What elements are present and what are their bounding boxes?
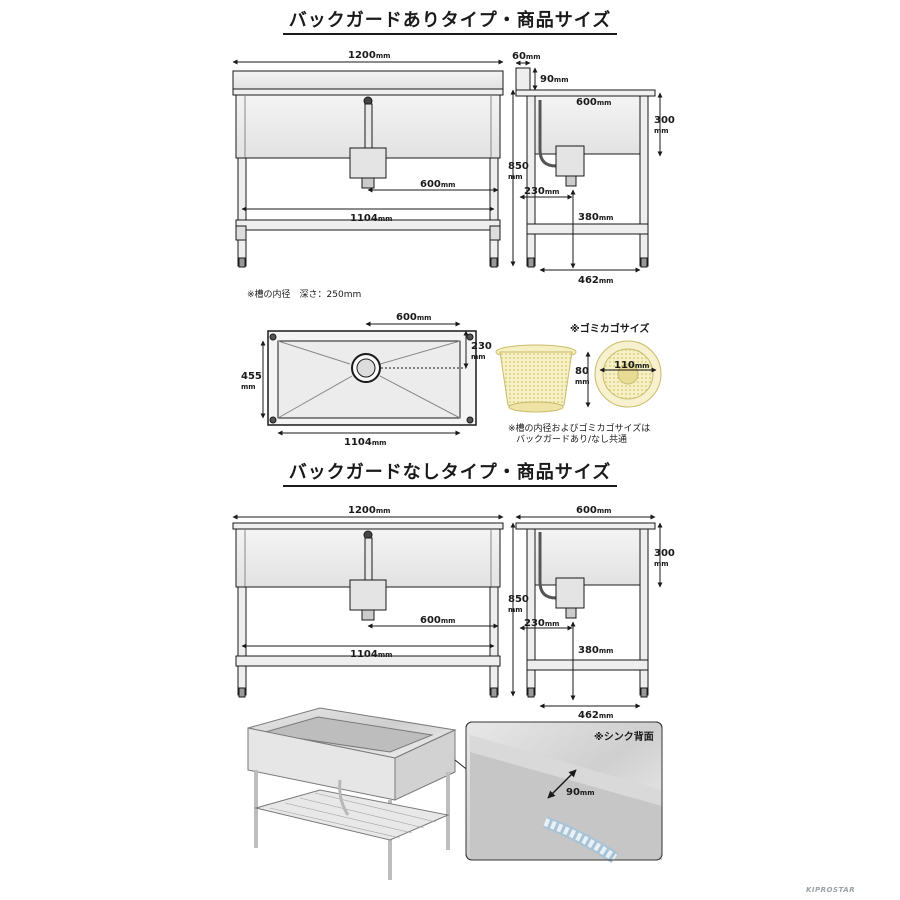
dim-bottom-front-width: 1200mm [348, 505, 391, 516]
dim-backguard-height: 90mm [540, 74, 569, 85]
dim-front-bowl-offset: 600mm [420, 179, 456, 190]
top-front-view [232, 59, 504, 268]
bottom-front-view [232, 514, 504, 698]
dim-bottom-side-depth: 600mm [576, 505, 612, 516]
dim-bottom-side-drain-height: 380mm [578, 645, 614, 656]
sink-back-photo [465, 721, 663, 864]
basket-illustrations [495, 340, 662, 413]
dim-side-drain-offset: 230mm [524, 186, 560, 197]
dim-front-inner-width: 1104mm [350, 213, 393, 224]
dim-basket-diameter: 110mm [614, 360, 650, 371]
bowl-inner-note: ※槽の内径 深さ：250mm [247, 290, 362, 300]
title-without-backguard: バックガードなしタイプ・商品サイズ [0, 458, 900, 487]
dim-backguard-thickness: 60mm [512, 51, 541, 62]
dim-side-drain-height: 380mm [578, 212, 614, 223]
basket-note-line2: バックガードあり/なし共通 [516, 435, 628, 445]
bottom-side-view [510, 514, 663, 709]
dim-side-leg-span: 462mm [578, 275, 614, 286]
top-side-view [510, 60, 663, 273]
dim-bottom-side-drain-offset: 230mm [524, 618, 560, 629]
dim-plan-bowl-offset: 600mm [396, 312, 432, 323]
dim-backguard-gap: 90mm [566, 787, 595, 798]
plan-view [260, 321, 477, 436]
basket-title: ※ゴミカゴサイズ [570, 324, 650, 335]
dim-bottom-front-inner-width: 1104mm [350, 649, 393, 660]
dim-front-width: 1200mm [348, 50, 391, 61]
basket-note-line1: ※槽の内径およびゴミカゴサイズは [508, 424, 651, 434]
basket-dimension-lines [585, 351, 657, 408]
dim-bottom-front-bowl-offset: 600mm [420, 615, 456, 626]
dim-side-depth: 600mm [576, 97, 612, 108]
dim-plan-inner-width: 1104mm [344, 437, 387, 448]
brand-logo: KIPROSTAR [806, 886, 856, 894]
dim-bottom-side-leg-span: 462mm [578, 710, 614, 721]
sink-product-illustration [247, 707, 471, 880]
title-with-backguard: バックガードありタイプ・商品サイズ [0, 6, 900, 35]
sink-back-label: ※シンク背面 [594, 732, 654, 743]
